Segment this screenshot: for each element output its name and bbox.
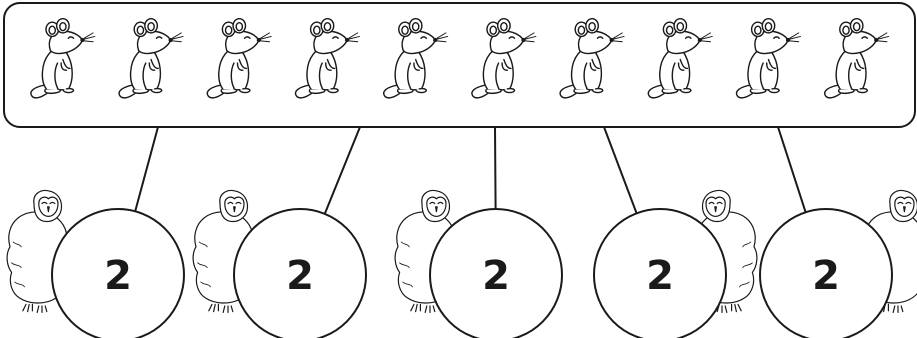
connector-lines: [134, 126, 807, 215]
connector-line: [134, 126, 159, 212]
group-count: 2: [286, 253, 314, 299]
connector-line: [494, 126, 497, 210]
connector-line: [323, 126, 361, 215]
connector-line: [603, 126, 638, 214]
connector-line: [777, 126, 807, 213]
group-circle: [51, 208, 185, 338]
group-circle: [233, 208, 367, 338]
group-count: 2: [646, 253, 674, 299]
group-circle: [593, 208, 727, 338]
group-circle: [759, 208, 893, 338]
group-count: 2: [812, 253, 840, 299]
group-count: 2: [104, 253, 132, 299]
number-circles: 2 2 2 2 2: [51, 208, 893, 338]
group-count: 2: [482, 253, 510, 299]
group-circle: [429, 208, 563, 338]
